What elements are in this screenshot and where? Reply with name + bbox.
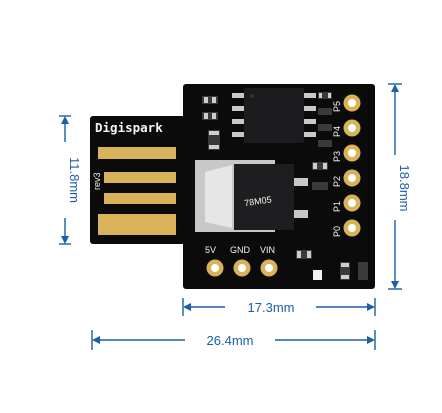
smd-components xyxy=(202,92,368,280)
usb-contact xyxy=(98,214,176,235)
dimension-arrows xyxy=(61,84,399,344)
pin-label-p0: P0 xyxy=(332,226,342,237)
power-label-vin: VIN xyxy=(260,245,275,255)
digispark-board: Digispark rev3 xyxy=(90,84,375,289)
usb-contact xyxy=(98,147,176,159)
pin-label-p4: P4 xyxy=(332,126,342,137)
dimension-label-board-width: 17.3mm xyxy=(248,300,295,315)
usb-contact xyxy=(104,193,176,204)
regulator-marking: 78M05 xyxy=(244,194,273,208)
power-label-5v: 5V xyxy=(205,245,216,255)
power-header xyxy=(206,259,278,277)
usb-contacts xyxy=(98,147,176,235)
power-labels: 5V GND VIN xyxy=(205,245,275,255)
pin-label-p3: P3 xyxy=(332,151,342,162)
voltage-regulator: 78M05 xyxy=(195,160,308,232)
board-title: Digispark xyxy=(95,120,163,135)
pin-label-p1: P1 xyxy=(332,201,342,212)
dimension-label-usb-height: 11.8mm xyxy=(67,157,82,203)
pin-label-p2: P2 xyxy=(332,176,342,187)
power-label-gnd: GND xyxy=(230,245,251,255)
pin-label-p5: P5 xyxy=(332,101,342,112)
dimension-label-board-height: 18.8mm xyxy=(397,165,412,212)
usb-contact xyxy=(104,172,176,183)
dimension-label-total-width: 26.4mm xyxy=(207,333,254,348)
microcontroller-chip xyxy=(232,88,316,143)
board-revision: rev3 xyxy=(92,172,102,190)
pin-header-right xyxy=(343,94,361,237)
pin-labels: P5 P4 P3 P2 P1 P0 xyxy=(332,101,342,237)
